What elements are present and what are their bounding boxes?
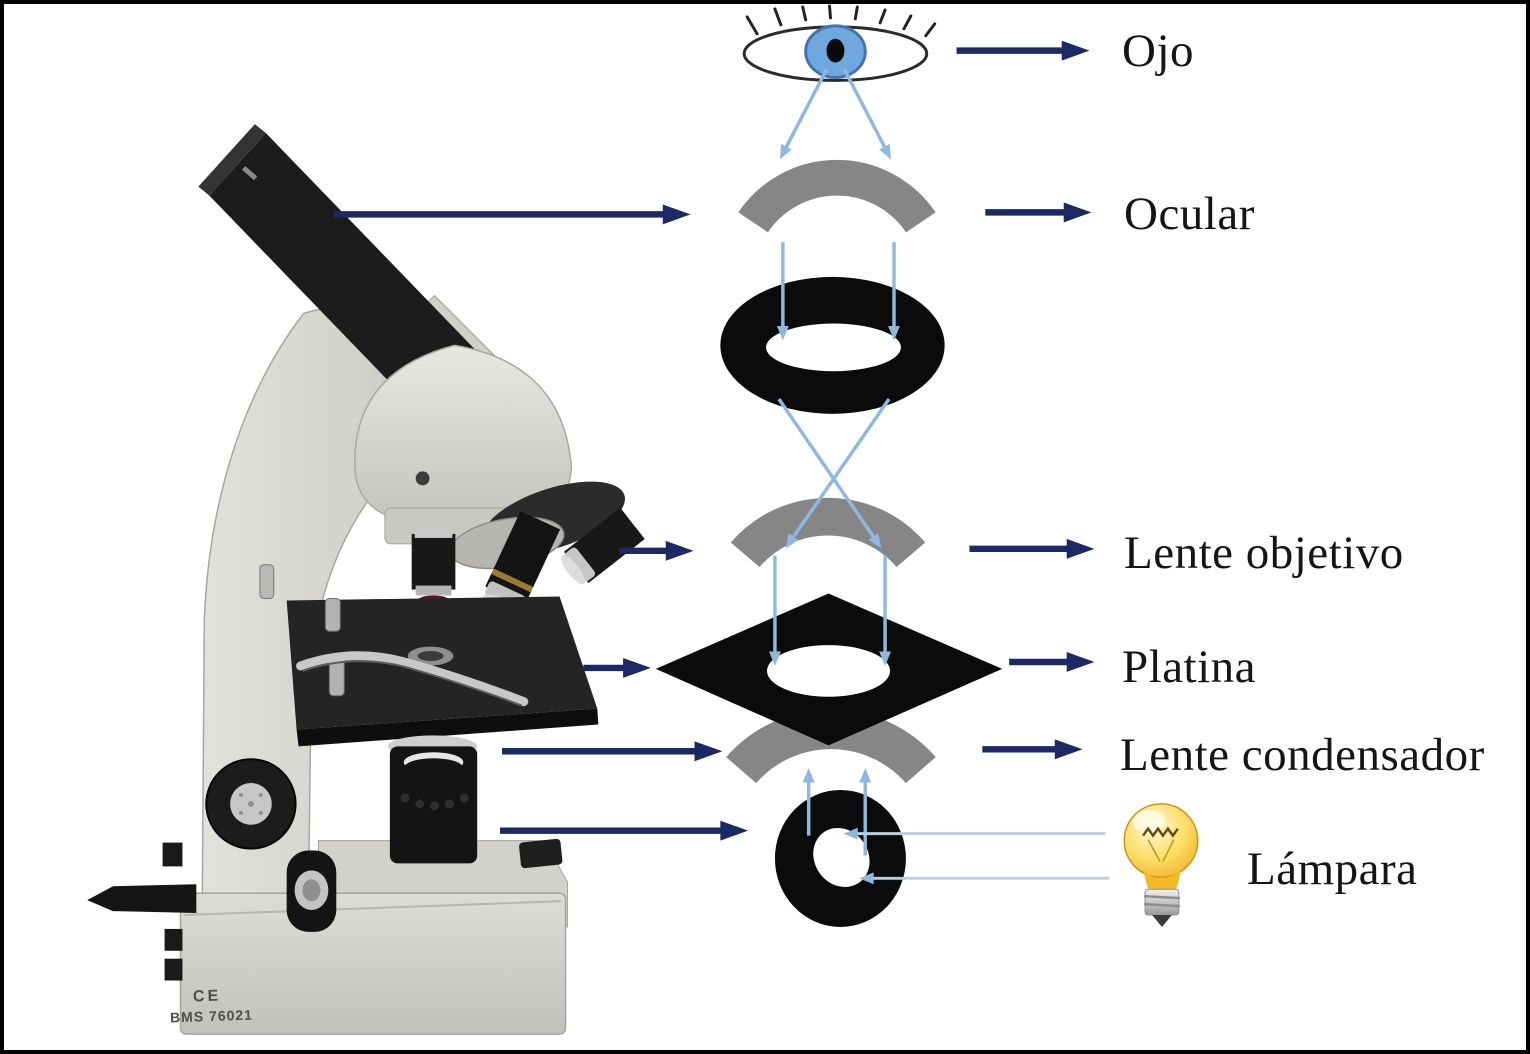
focus-knob [205, 758, 297, 850]
base-switch [519, 838, 563, 869]
diagram-canvas [87, 4, 1199, 1035]
base-edge-line [184, 900, 562, 917]
label-lente-condensador: Lente condensador [1120, 729, 1485, 781]
label-lampara: Lámpara [1247, 843, 1418, 895]
upper-aperture-hole [765, 323, 901, 372]
eye-icon [742, 4, 937, 82]
stage-plate-hole [766, 645, 891, 697]
stage-clip [296, 651, 529, 707]
eyepiece-marking [241, 166, 258, 181]
bulb-screw-base [1144, 888, 1180, 916]
stage-screw [259, 564, 275, 599]
condenser-vents [400, 793, 469, 811]
ray-cross-right [777, 397, 882, 549]
light-bulb-icon [1123, 803, 1199, 927]
pointer-rod [87, 884, 197, 914]
microscope-photo [87, 124, 645, 1035]
eye-pupil [826, 38, 845, 63]
label-platina: Platina [1122, 641, 1257, 693]
condenser-glass-shade [403, 758, 464, 779]
head-screw-hole [415, 471, 430, 486]
base-ce-mark: CE [192, 987, 222, 1006]
bulb-filament [1142, 826, 1179, 838]
bulb-highlight [1133, 809, 1165, 834]
stage-post-1 [324, 597, 341, 632]
label-ojo: Ojo [1122, 25, 1194, 77]
label-ocular: Ocular [1124, 188, 1255, 240]
label-lente-objetivo: Lente objetivo [1124, 527, 1404, 579]
screw-ridge-2 [1144, 902, 1180, 908]
eyepiece-tube-cap [198, 124, 266, 196]
callout-arrows [333, 40, 1095, 841]
ocular-lens-shape [738, 159, 936, 233]
bulb-neck [1143, 869, 1181, 892]
objective-lens-right [561, 507, 645, 585]
ray-cross-left [785, 397, 891, 549]
base-left-tab-2 [164, 928, 183, 951]
light-path-rays [768, 68, 1110, 885]
bulb-contact-tip [1152, 915, 1172, 927]
stage-front-edge [296, 708, 599, 747]
stage-clip-shadow [302, 660, 523, 707]
objective-lens-shape [730, 497, 926, 568]
lower-aperture-hole [813, 827, 870, 887]
objective-lens-vertical [411, 529, 456, 608]
base-left-tab-3 [164, 958, 183, 981]
eyelashes [745, 4, 937, 38]
bulb-filament-wire-1 [1147, 839, 1161, 862]
ray-eye-right [842, 68, 892, 160]
stage-aperture [417, 651, 444, 661]
base-left-tab-1 [162, 842, 183, 867]
base-model-number: BMS 76021 [169, 1006, 254, 1026]
screw-ridge-1 [1144, 894, 1180, 900]
ray-eye-left [779, 68, 829, 160]
fine-focus-knob [286, 850, 337, 932]
bulb-filament-wire-2 [1162, 839, 1175, 862]
